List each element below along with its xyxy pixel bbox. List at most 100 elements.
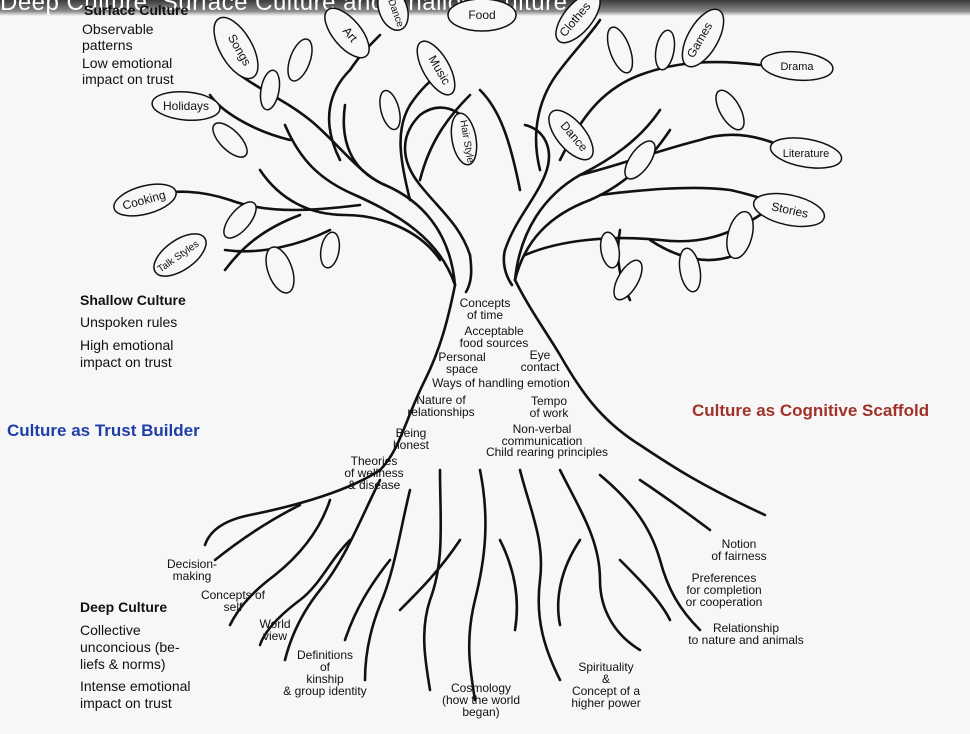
leaf [213,16,259,80]
root-label-spirituality: Spirituality & Concept of a higher power [558,661,654,709]
leaf-decorative [259,69,281,111]
root [598,473,702,632]
deep-culture-impact-line: impact on trust [80,695,172,711]
root-label-world-view: World view [253,618,297,642]
leaf [752,192,826,228]
root [467,468,487,702]
root-label-line: higher power [571,696,641,710]
trunk-label-nature-of-relationships: Nature of relationships [400,394,482,418]
trunk-label-line: Acceptable [464,324,524,338]
leaf-decorative [599,231,621,269]
trunk-label-line: of time [466,308,503,322]
leaf [151,90,221,122]
trunk-inner-line [502,248,514,287]
leaf [760,50,834,82]
deep-culture-desc-line: liefs & norms) [80,656,166,672]
deep-culture-desc-line: unconcious (be- [80,639,180,655]
root [363,488,412,682]
cognitive-scaffold-label: Culture as Cognitive Scaffold [692,401,930,420]
leaf-label: Drama [780,61,814,73]
leaf-decorative [613,259,643,301]
root-label-line: Preferences [691,571,757,585]
root-label-line: or cooperation [685,595,763,609]
trunk-label-line: communication [501,434,583,448]
deep-culture-impact-line: Intense emotional [80,678,191,694]
trunk-label-child-rearing: Child rearing principles [473,446,621,458]
root-label-line: kinship [306,672,344,686]
leaf-decorative [223,201,257,239]
root-label-line: World [259,617,291,631]
root-label-concepts-of-self: Concepts of self [190,589,276,613]
trunk-label-personal-space: Personal space [430,351,494,375]
trunk-label-line: Nature of [416,393,466,407]
leaf [681,8,725,68]
leaf-decorative [319,231,341,269]
trunk-label-line: honest [392,438,430,452]
shallow-culture-impact-line: High emotional [80,337,174,353]
root-label-line: of fairness [711,549,767,563]
leaf-decorative [678,247,702,293]
root-label-definitions-of-kinship: Definitions of kinship & group identity [262,649,388,697]
trunk-label-line: Being [395,426,427,440]
leaf-decorative [265,246,295,294]
leaf [324,7,370,59]
trunk-label-line: Tempo [530,394,568,408]
root-label-line: of [319,660,330,674]
root-label-line: Decision- [166,557,217,571]
root [258,538,352,647]
root-label-line: Spirituality [578,660,634,674]
leaf-label: Food [468,8,495,22]
leaf [555,0,601,44]
deep-culture-heading: Deep Culture [80,599,168,615]
root-label-line: Concepts of [200,588,266,602]
trunk-label-food-sources: Acceptable food sources [451,325,537,349]
leaf [153,233,207,277]
branch [418,93,472,182]
root [558,468,642,652]
leaf [377,0,409,31]
root-label-line: Definitions [296,648,354,662]
trunk-label-line: Concepts [459,296,511,310]
root-label-relationship-to-nature: Relationship to nature and animals [670,622,822,646]
leaf-decorative [212,122,248,158]
root [283,478,382,662]
trunk-label-line: contact [520,360,560,374]
trunk-label-line: food sources [459,336,529,350]
branch [503,123,551,252]
leaf-decorative [379,89,401,131]
root-label-line: to nature and animals [688,633,804,647]
leaf [113,183,177,217]
root [422,468,443,692]
trunk-right-edge [513,278,767,517]
trunk-label-line: Theories [350,454,398,468]
root [398,538,462,612]
leaf-decorative [624,140,656,180]
root [498,538,519,632]
shallow-culture-desc-line: Unspoken rules [80,314,178,330]
trunk-label-line: of wellness [344,466,404,480]
root-label-decision-making: Decision- making [158,558,226,582]
root-label-notion-of-fairness: Notion of fairness [700,538,778,562]
root-label-line: Notion [721,537,757,551]
root-label-preferences: Preferences for completion or cooperatio… [672,572,776,608]
branch [534,18,602,172]
slide-title: Deep Culture, Surface Culture and Shallo… [0,0,568,16]
trunk-label-line: Non-verbal [512,422,572,436]
leaf [769,137,843,169]
root [518,468,562,682]
leaf-decorative [726,210,754,260]
surface-culture-heading: Surface Culture [84,2,189,18]
branch [578,133,792,177]
shallow-culture-heading: Shallow Culture [80,292,186,308]
root-label-line: self [223,600,243,614]
root [556,538,582,627]
root [618,558,672,622]
branch [223,228,332,253]
root-label-line: Concept of a [571,684,641,698]
root-label-line: & group identity [283,684,367,698]
root-label-line: making [172,569,212,583]
root [213,503,302,562]
leaf-decorative [287,38,313,82]
